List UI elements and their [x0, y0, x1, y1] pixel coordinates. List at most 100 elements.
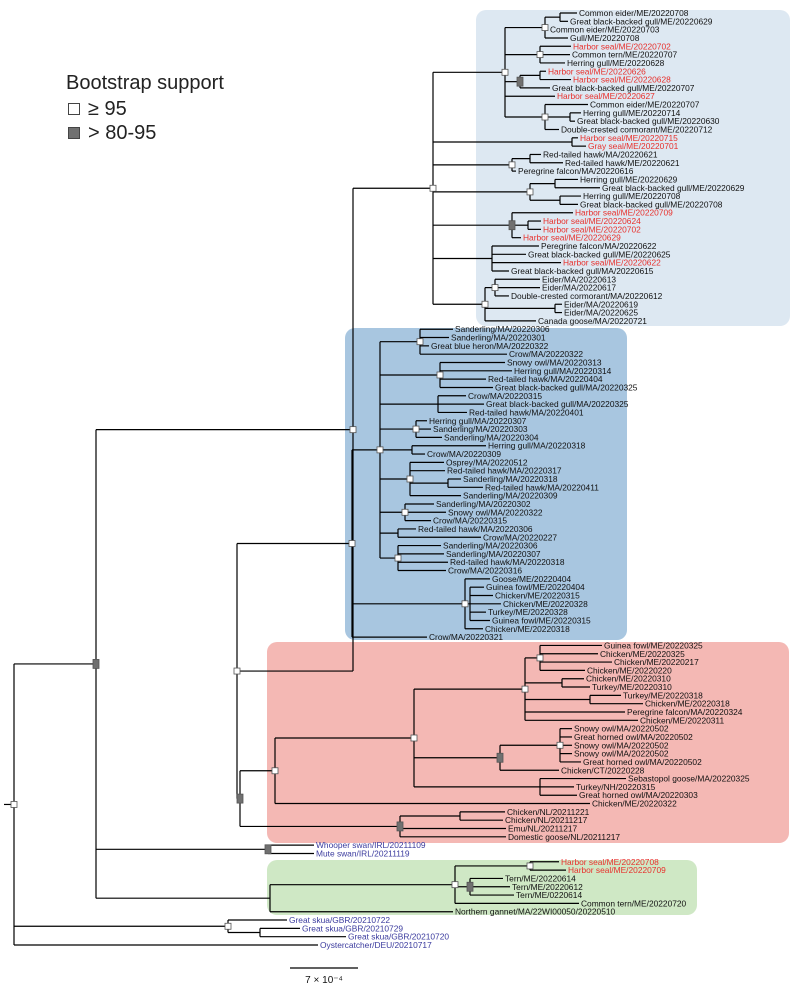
tip-label: Sanderling/MA/20220318 — [463, 474, 558, 484]
bootstrap-high-marker — [491, 284, 499, 292]
tip-label: Double-crested cormorant/MA/20220612 — [511, 291, 663, 301]
tip-label: Common tern/ME/20220707 — [572, 50, 678, 60]
tip-label: Common tern/ME/20220720 — [581, 898, 687, 908]
bootstrap-high-marker — [461, 600, 469, 608]
legend-item-medium-label: > 80-95 — [88, 121, 157, 144]
tip-label: Snowy owl/MA/20220502 — [574, 740, 669, 750]
bootstrap-high-marker — [436, 371, 444, 379]
tip-label: Herring gull/MA/20220307 — [429, 416, 527, 426]
tip-label: Great horned owl/MA/20220502 — [574, 732, 693, 742]
tip-label: Gray seal/ME/20220701 — [588, 141, 679, 151]
tip-label: Guinea fowl/ME/20220315 — [492, 615, 591, 625]
tip-label: Eider/MA/20220613 — [542, 274, 616, 284]
bootstrap-high-marker — [401, 508, 409, 516]
tip-label: Chicken/ME/20220310 — [586, 674, 671, 684]
clade-green — [267, 860, 697, 915]
tip-label: Turkey/ME/20220310 — [592, 682, 672, 692]
tip-label: Chicken/CT/20220228 — [561, 765, 645, 775]
tip-label: Herring gull/ME/20220629 — [580, 174, 678, 184]
bootstrap-high-marker — [412, 425, 420, 433]
tip-label: Snowy owl/MA/20220502 — [574, 749, 669, 759]
tip-label: Harbor seal/ME/20220624 — [543, 216, 641, 226]
gray-square-icon — [68, 127, 80, 139]
tip-label: Chicken/ME/20220328 — [503, 599, 588, 609]
bootstrap-high-marker — [271, 767, 279, 775]
scale-bar: 7 × 10⁻⁴ — [290, 967, 358, 986]
bootstrap-high-marker — [508, 161, 516, 169]
tip-label: Great skua/GBR/20210729 — [302, 923, 403, 933]
tip-label: Whooper swan/IRL/20211109 — [316, 840, 426, 850]
tip-label: Tern/ME/20220612 — [512, 882, 583, 892]
tip-label: Guinea fowl/ME/20220325 — [604, 640, 703, 650]
tip-label: Common eider/ME/20220708 — [579, 8, 689, 18]
tip-label: Great black-backed gull/ME/20220707 — [552, 83, 695, 93]
tip-label: Chicken/ME/20220318 — [645, 699, 730, 709]
tip-label: Harbor seal/ME/20220702 — [573, 41, 671, 51]
tip-label: Great black-backed gull/ME/20220625 — [528, 249, 671, 259]
tip-label: Turkey/NH/20220315 — [576, 782, 656, 792]
tip-label: Mute swan/IRL/20211119 — [316, 848, 410, 858]
tip-label: Crow/MA/20220227 — [483, 532, 557, 542]
tip-label: Crow/MA/20220315 — [468, 391, 542, 401]
tip-label: Sanderling/MA/20220307 — [446, 549, 541, 559]
tip-label: Great black-backed gull/MA/20220615 — [511, 266, 654, 276]
tip-label: Sanderling/MA/20220309 — [463, 491, 558, 501]
scale-bar-label: 7 × 10⁻⁴ — [305, 975, 343, 986]
legend-item-medium: > 80-95 — [66, 121, 224, 145]
tip-label: Sebastopol goose/MA/20220325 — [628, 774, 750, 784]
tip-label: Eider/MA/20220625 — [564, 308, 638, 318]
tip-label: Harbor seal/ME/20220628 — [573, 75, 671, 85]
tip-label: Harbor seal/ME/20220715 — [580, 133, 678, 143]
tip-label: Red-tailed hawk/MA/20220404 — [488, 374, 603, 384]
tip-label: Emu/NL/20211217 — [508, 824, 578, 834]
bootstrap-legend: Bootstrap support ≥ 95 > 80-95 — [66, 72, 224, 145]
tip-label: Snowy owl/MA/20220322 — [448, 507, 543, 517]
tip-label: Snowy owl/MA/20220313 — [507, 358, 602, 368]
bootstrap-high-marker — [394, 554, 402, 562]
tip-label: Guinea fowl/ME/20220404 — [486, 582, 585, 592]
tip-label: Chicken/ME/20220315 — [495, 591, 580, 601]
tip-label: Great skua/GBR/20210722 — [289, 915, 390, 925]
tip-label: Great black-backed gull/ME/20220708 — [580, 199, 723, 209]
tip-label: Snowy owl/MA/20220502 — [574, 724, 669, 734]
tip-label: Chicken/NL/20211217 — [505, 815, 588, 825]
tip-label: Red-tailed hawk/ME/20220621 — [565, 158, 680, 168]
tip-label: Crow/MA/20220315 — [433, 516, 507, 526]
bootstrap-high-marker — [348, 540, 356, 547]
legend-item-high: ≥ 95 — [66, 97, 224, 121]
tip-label: Great horned owl/MA/20220502 — [583, 757, 702, 767]
tip-label: Crow/MA/20220321 — [429, 632, 503, 642]
bootstrap-medium-marker — [92, 659, 100, 669]
tip-label: Harbor seal/ME/20220702 — [543, 224, 641, 234]
bootstrap-medium-marker — [264, 844, 272, 855]
bootstrap-high-marker — [376, 446, 384, 454]
tip-label: Sanderling/MA/20220301 — [451, 333, 546, 343]
tip-label: Great blue heron/MA/20220322 — [431, 341, 549, 351]
tip-label: Harbor seal/ME/20220708 — [561, 857, 659, 867]
tip-label: Northern gannet/MA/22WI00050/20220510 — [455, 907, 616, 917]
tip-label: Great black-backed gull/ME/20220629 — [570, 16, 713, 26]
bootstrap-high-marker — [536, 51, 544, 59]
tip-label: Herring gull/MA/20220318 — [488, 441, 586, 451]
tip-label: Red-tailed hawk/MA/20220317 — [447, 466, 562, 476]
bootstrap-high-marker — [536, 654, 544, 662]
tip-label: Chicken/ME/20220217 — [614, 657, 699, 667]
bootstrap-high-marker — [451, 881, 459, 889]
tip-label: Herring gull/ME/20220708 — [583, 191, 681, 201]
bootstrap-medium-marker — [236, 793, 244, 804]
bootstrap-medium-marker — [496, 752, 504, 763]
tip-label: Common eider/ME/20220707 — [590, 100, 700, 110]
tip-label: Common eider/ME/20220703 — [550, 25, 660, 35]
tip-label: Herring gull/ME/20220714 — [583, 108, 681, 118]
bootstrap-high-marker — [526, 188, 534, 196]
tip-label: Chicken/ME/20220311 — [640, 715, 724, 725]
tip-label: Gull/ME/20220708 — [570, 33, 640, 43]
bootstrap-high-marker — [233, 667, 241, 675]
bootstrap-high-marker — [224, 922, 232, 930]
bootstrap-high-marker — [556, 741, 564, 749]
bootstrap-high-marker — [526, 862, 534, 870]
tip-label: Sanderling/MA/20220302 — [436, 499, 531, 509]
tip-label: Chicken/ME/20220325 — [600, 649, 685, 659]
bootstrap-high-marker — [416, 338, 424, 346]
